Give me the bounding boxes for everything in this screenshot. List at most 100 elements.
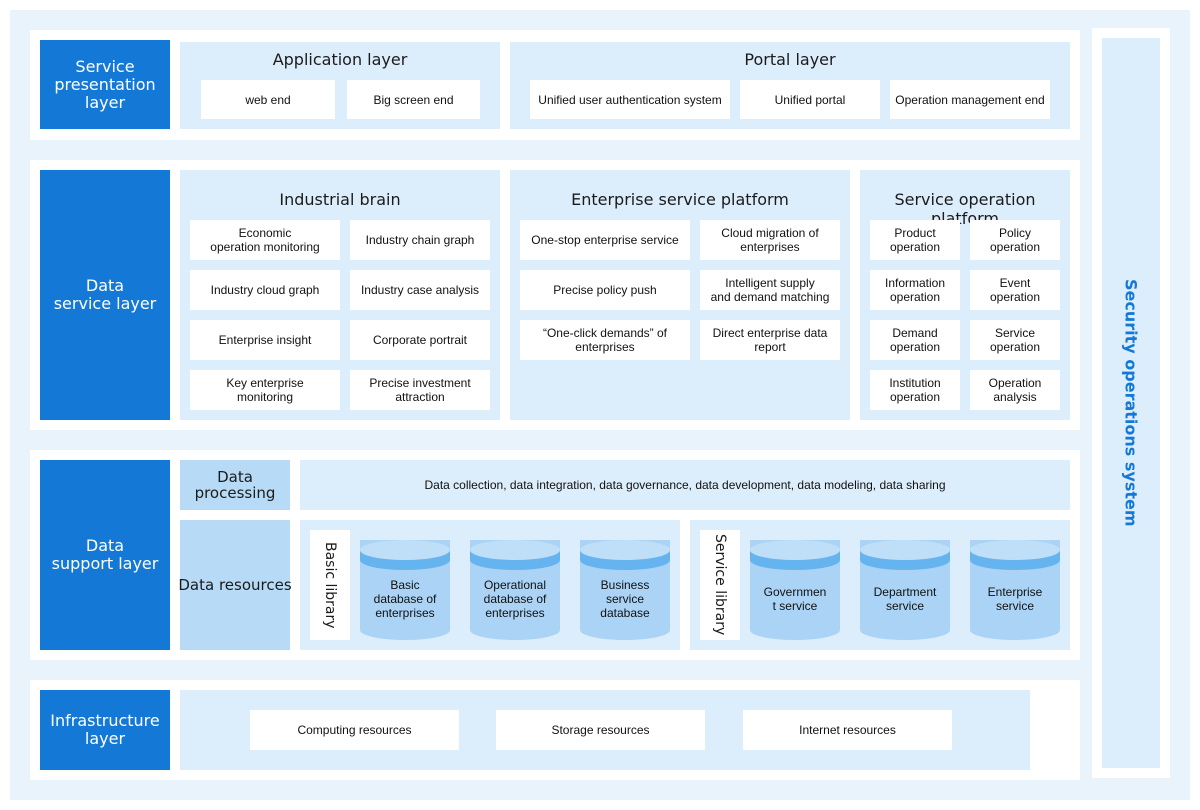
item-text: Demand operation [889, 326, 941, 354]
item-text: Policy operation [989, 226, 1041, 254]
item-text: Industry cloud graph [210, 283, 320, 297]
data-processing-text: Data processing [194, 468, 276, 502]
database-label: Department service [873, 585, 937, 613]
enterprise-platform-group: Enterprise service platform One-stop ent… [510, 170, 850, 420]
big-screen-end-text: Big screen end [373, 92, 454, 107]
enterprise-platform-item: Direct enterprise data report [700, 320, 840, 360]
database-icon: Operational database of enterprises [470, 530, 560, 640]
database-label: Operational database of enterprises [483, 578, 547, 620]
industrial-brain-item: Key enterprise monitoring [190, 370, 340, 410]
data-processing-description: Data collection, data integration, data … [300, 460, 1070, 510]
industrial-brain-item: Corporate portrait [350, 320, 490, 360]
support-layer-text: Data support layer [51, 536, 159, 573]
infrastructure-layer-text: Infrastructure layer [50, 711, 160, 748]
item-text: Computing resources [297, 723, 412, 737]
item-text: Storage resources [551, 723, 650, 737]
item-text: Internet resources [799, 723, 896, 737]
portal-layer-title: Portal layer [744, 50, 836, 69]
infrastructure-group: Computing resources Storage resources In… [180, 690, 1030, 770]
industrial-brain-item: Industry chain graph [350, 220, 490, 260]
basic-library-text: Basic library [322, 541, 338, 629]
item-text: Information operation [884, 276, 946, 304]
item-text: Cloud migration of enterprises [721, 226, 819, 254]
enterprise-platform-item: Intelligent supply and demand matching [700, 270, 840, 310]
database-label: Governmen t service [763, 585, 827, 613]
item-text: Enterprise insight [218, 333, 312, 347]
application-layer-group: Application layer web end Big screen end [180, 42, 500, 129]
database-icon: Basic database of enterprises [360, 530, 450, 640]
unified-portal-text: Unified portal [774, 92, 846, 107]
industrial-brain-item: Industry cloud graph [190, 270, 340, 310]
operation-platform-item: Product operation [870, 220, 960, 260]
operation-platform-item: Operation analysis [970, 370, 1060, 410]
operation-platform-item: Policy operation [970, 220, 1060, 260]
unified-auth-text: Unified user authentication system [538, 92, 722, 107]
service-library-label: Service library [700, 530, 740, 640]
service-layer-label: Data service layer [40, 170, 170, 420]
service-library-group: Service library Governmen t service Depa… [690, 520, 1070, 650]
item-text: Product operation [889, 226, 941, 254]
enterprise-platform-title: Enterprise service platform [571, 190, 789, 209]
database-icon: Enterprise service [970, 530, 1060, 640]
operation-platform-item: Service operation [970, 320, 1060, 360]
item-text: “One-click demands” of enterprises [542, 326, 668, 354]
unified-portal-box: Unified portal [740, 80, 880, 119]
data-resources-label: Data resources [178, 520, 292, 650]
support-layer-label: Data support layer [40, 460, 170, 650]
computing-resources-box: Computing resources [250, 710, 459, 750]
data-processing-description-text: Data collection, data integration, data … [424, 478, 946, 492]
item-text: Direct enterprise data report [712, 326, 828, 354]
data-resources-text: Data resources [178, 576, 292, 594]
item-text: One-stop enterprise service [531, 233, 679, 247]
item-text: Industry case analysis [360, 283, 480, 297]
enterprise-platform-item: One-stop enterprise service [520, 220, 690, 260]
application-layer-title: Application layer [272, 50, 408, 69]
security-operations-system: Security operations system [1102, 38, 1160, 768]
database-icon: Department service [860, 530, 950, 640]
item-text: Event operation [989, 276, 1041, 304]
item-text: Service operation [989, 326, 1041, 354]
web-end-text: web end [245, 92, 291, 107]
service-layer-text: Data service layer [53, 276, 157, 313]
operation-platform-group: Service operation platform Product opera… [860, 170, 1070, 420]
database-icon: Business service database [580, 530, 670, 640]
industrial-brain-item: Enterprise insight [190, 320, 340, 360]
enterprise-platform-item: Precise policy push [520, 270, 690, 310]
industrial-brain-item: Industry case analysis [350, 270, 490, 310]
enterprise-platform-item: “One-click demands” of enterprises [520, 320, 690, 360]
item-text: Operation analysis [988, 376, 1042, 404]
database-icon: Governmen t service [750, 530, 840, 640]
web-end-box: web end [201, 80, 335, 119]
item-text: Institution operation [889, 376, 941, 404]
service-library-text: Service library [712, 534, 728, 636]
internet-resources-box: Internet resources [743, 710, 952, 750]
item-text: Intelligent supply and demand matching [710, 276, 830, 304]
database-label: Basic database of enterprises [373, 578, 437, 620]
presentation-layer-text: Service presentation layer [54, 56, 156, 112]
infrastructure-layer-label: Infrastructure layer [40, 690, 170, 770]
presentation-layer-label: Service presentation layer [40, 40, 170, 129]
industrial-brain-item: Economic operation monitoring [190, 220, 340, 260]
industrial-brain-item: Precise investment attraction [350, 370, 490, 410]
item-text: Corporate portrait [372, 333, 468, 347]
operation-management-box: Operation management end [890, 80, 1050, 119]
industrial-brain-group: Industrial brain Economic operation moni… [180, 170, 500, 420]
security-label: Security operations system [1121, 279, 1141, 527]
operation-platform-item: Demand operation [870, 320, 960, 360]
enterprise-platform-item: Cloud migration of enterprises [700, 220, 840, 260]
item-text: Industry chain graph [365, 233, 475, 247]
data-processing-label: Data processing [180, 460, 290, 510]
portal-layer-group: Portal layer Unified user authentication… [510, 42, 1070, 129]
unified-auth-box: Unified user authentication system [530, 80, 730, 119]
storage-resources-box: Storage resources [496, 710, 705, 750]
operation-platform-item: Information operation [870, 270, 960, 310]
industrial-brain-title: Industrial brain [279, 190, 401, 209]
item-text: Precise investment attraction [369, 376, 471, 404]
operation-management-text: Operation management end [895, 92, 1045, 107]
item-text: Key enterprise monitoring [226, 376, 304, 404]
operation-platform-item: Institution operation [870, 370, 960, 410]
basic-library-group: Basic library Basic database of enterpri… [300, 520, 680, 650]
item-text: Precise policy push [553, 283, 657, 297]
database-label: Business service database [600, 578, 650, 620]
big-screen-end-box: Big screen end [347, 80, 480, 119]
